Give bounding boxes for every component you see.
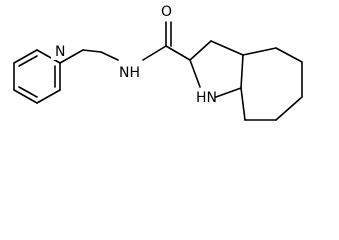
bond — [242, 47, 277, 56]
bond — [165, 45, 191, 61]
label-mask — [51, 42, 69, 60]
cyclohexane-ring — [240, 47, 303, 121]
pyrrolidine-ring — [189, 40, 244, 98]
bond — [275, 47, 303, 63]
amide-nh-label: NH — [119, 65, 140, 81]
bond — [13, 49, 38, 64]
bond — [189, 59, 201, 88]
bond — [13, 89, 38, 104]
bond — [82, 49, 102, 53]
bond — [59, 49, 84, 64]
bond — [36, 49, 61, 64]
carbonyl-oxygen-label: O — [161, 4, 172, 20]
bond — [100, 51, 119, 61]
ring-nh-label: HN — [196, 90, 217, 106]
pyridine-nitrogen-label: N — [55, 44, 65, 60]
structure-diagram: N NH O HN — [13, 4, 303, 121]
bond — [240, 87, 246, 121]
molecule-canvas: N NH O HN — [13, 4, 303, 121]
bond — [215, 87, 242, 98]
bond — [142, 45, 167, 61]
bond — [210, 40, 244, 56]
double-bond-line — [18, 55, 38, 67]
bond — [240, 54, 244, 89]
bond — [36, 89, 61, 104]
bond — [275, 96, 303, 121]
double-bond-line — [18, 86, 38, 98]
bond — [189, 40, 212, 61]
pyridine-ring — [13, 49, 61, 104]
